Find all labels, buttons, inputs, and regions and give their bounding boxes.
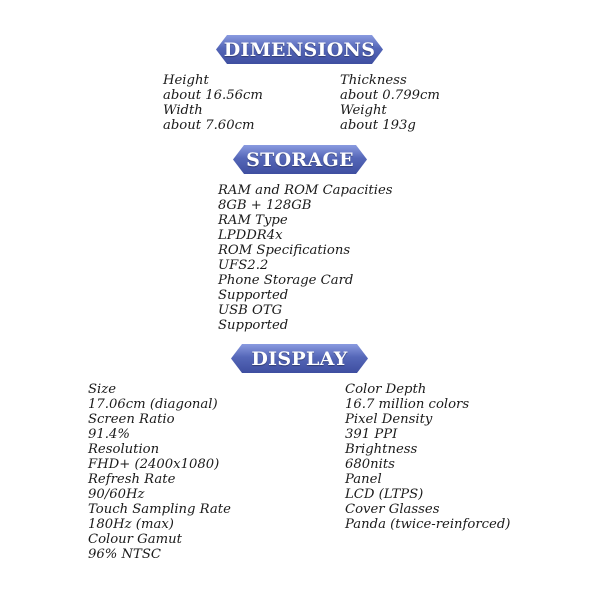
spec-label: Width	[163, 103, 203, 118]
spec-value: UFS2.2	[218, 258, 269, 273]
spec-value: 180Hz (max)	[88, 517, 174, 532]
storage-column: RAM and ROM Capacities 8GB + 128GB RAM T…	[218, 183, 393, 333]
dimensions-banner: DIMENSIONS	[216, 35, 383, 64]
spec-value: 680nits	[345, 457, 395, 472]
spec-label: RAM and ROM Capacities	[218, 183, 393, 198]
spec-label: Color Depth	[345, 382, 427, 397]
spec-value: 90/60Hz	[88, 487, 145, 502]
display-banner: DISPLAY	[231, 344, 368, 373]
spec-value: Supported	[218, 288, 289, 303]
display-left-column: Size 17.06cm (diagonal) Screen Ratio 91.…	[88, 382, 231, 562]
spec-label: Touch Sampling Rate	[88, 502, 231, 517]
spec-value: 17.06cm (diagonal)	[88, 397, 218, 412]
dimensions-title: DIMENSIONS	[223, 38, 376, 61]
spec-value: 391 PPI	[345, 427, 398, 442]
spec-value: about 0.799cm	[340, 88, 440, 103]
spec-value: 16.7 million colors	[345, 397, 470, 412]
spec-label: Screen Ratio	[88, 412, 175, 427]
spec-value: 96% NTSC	[88, 547, 161, 562]
spec-value: Panda (twice-reinforced)	[345, 517, 511, 532]
spec-label: Cover Glasses	[345, 502, 440, 517]
spec-label: Height	[163, 73, 209, 88]
spec-value: FHD+ (2400x1080)	[88, 457, 220, 472]
spec-value: Supported	[218, 318, 289, 333]
spec-value: about 7.60cm	[163, 118, 255, 133]
spec-label: RAM Type	[218, 213, 288, 228]
spec-label: Weight	[340, 103, 387, 118]
spec-value: about 193g	[340, 118, 416, 133]
spec-label: Panel	[345, 472, 382, 487]
spec-value: 91.4%	[88, 427, 130, 442]
spec-label: Colour Gamut	[88, 532, 182, 547]
storage-title: STORAGE	[246, 148, 354, 171]
spec-label: ROM Specifications	[218, 243, 351, 258]
spec-label: Refresh Rate	[88, 472, 176, 487]
spec-label: Brightness	[345, 442, 418, 457]
display-title: DISPLAY	[251, 347, 348, 370]
dimensions-left-column: Height about 16.56cm Width about 7.60cm	[163, 73, 263, 133]
spec-value: LPDDR4x	[218, 228, 283, 243]
spec-value: about 16.56cm	[163, 88, 263, 103]
spec-label: Resolution	[88, 442, 160, 457]
spec-label: Phone Storage Card	[218, 273, 354, 288]
spec-value: 8GB + 128GB	[218, 198, 312, 213]
spec-label: Pixel Density	[345, 412, 433, 427]
spec-value: LCD (LTPS)	[345, 487, 424, 502]
spec-label: Thickness	[340, 73, 407, 88]
spec-label: USB OTG	[218, 303, 283, 318]
display-right-column: Color Depth 16.7 million colors Pixel De…	[345, 382, 510, 532]
dimensions-right-column: Thickness about 0.799cm Weight about 193…	[340, 73, 440, 133]
spec-label: Size	[88, 382, 117, 397]
storage-banner: STORAGE	[233, 145, 367, 174]
